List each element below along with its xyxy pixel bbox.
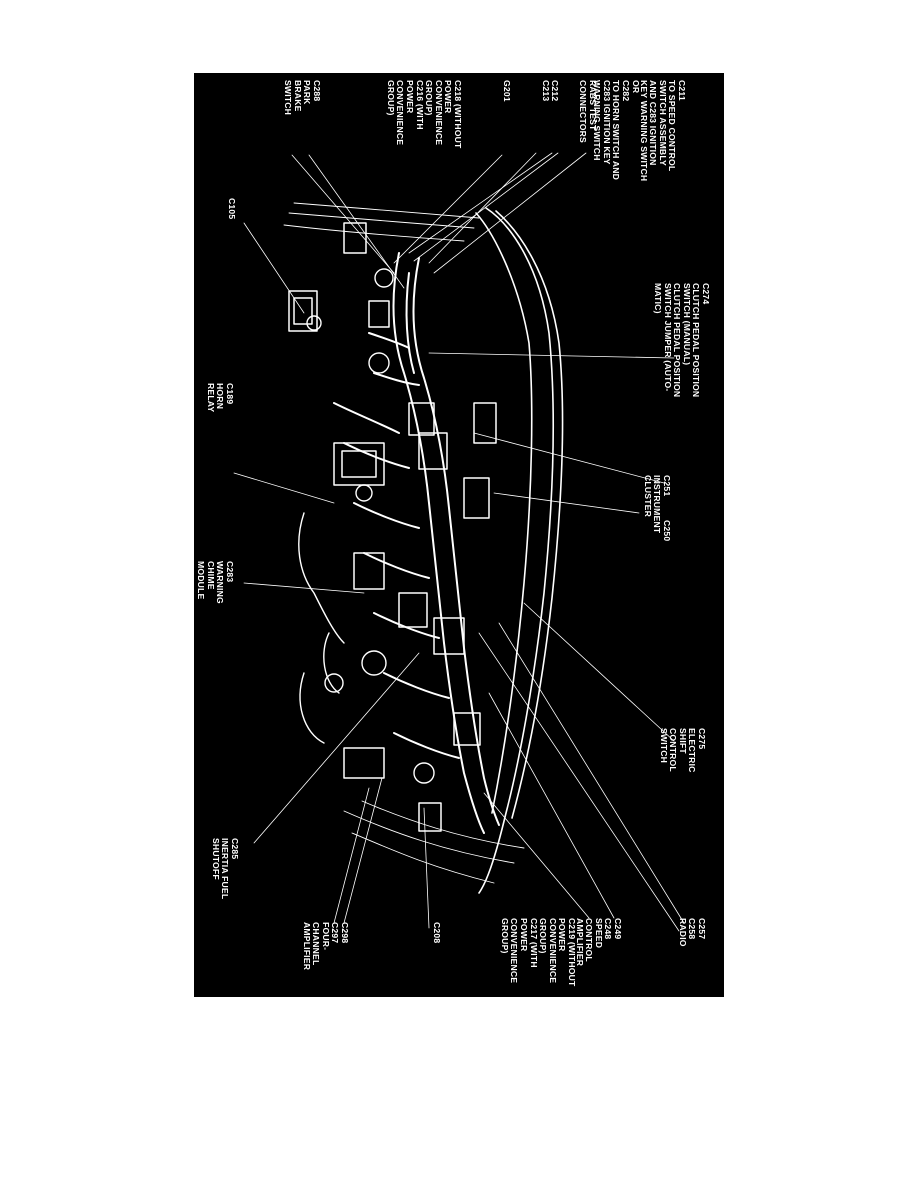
label-c211-speed-control-switch: C211 TO SPEED CONTROL SWITCH ASSEMBLY AN… bbox=[638, 80, 687, 182]
label-c250: C250 bbox=[662, 520, 672, 542]
dash-top-lines bbox=[283, 202, 525, 884]
label-c285-inertia-fuel-shutoff: C285 INERTIA FUEL SHUTOFF bbox=[210, 838, 240, 900]
label-c105: C105 bbox=[227, 198, 237, 220]
label-c274-clutch-pedal-position-switch: C274 CLUTCH PEDAL POSITION SWITCH (MANUA… bbox=[653, 283, 711, 398]
label-c189-horn-relay: C189 HORN RELAY bbox=[205, 383, 235, 413]
wiring-harness-drawing bbox=[233, 152, 685, 932]
label-c218-c216: C218 (WITHOUT POWER CONVENIENCE GROUP) C… bbox=[385, 80, 463, 149]
label-c298-c297-four-channel-amplifier: C298 C297 FOUR- CHANNEL AMPLIFIER bbox=[301, 922, 350, 971]
main-wiring-harness bbox=[333, 252, 500, 834]
wiring-diagram-figure: C211 TO SPEED CONTROL SWITCH ASSEMBLY AN… bbox=[194, 73, 724, 997]
label-c208: C208 bbox=[432, 922, 442, 944]
instrument-panel-outline bbox=[475, 207, 564, 894]
label-c249-c248-speed-control-amplifier: C249 C248 SPEED CONTROL AMPLIFIER bbox=[574, 918, 623, 967]
label-c288-park-brake-switch: C288 PARK BRAKE SWITCH bbox=[283, 80, 322, 116]
connector-blocks bbox=[288, 222, 497, 832]
label-rabs-test-connectors: RABS TEST CONNECTORS bbox=[578, 80, 598, 143]
label-c283-warning-chime-module: C283 WARNING CHIME MODULE bbox=[196, 561, 235, 604]
label-c275-electric-shift-control-switch: C275 ELECTRIC SHIFT CONTROL SWITCH bbox=[658, 728, 707, 773]
label-c219-c217: C219 (WITHOUT POWER CONVENIENCE GROUP) C… bbox=[499, 918, 577, 987]
label-c257-c258-radio: C257 C258 RADIO bbox=[677, 918, 707, 947]
label-c213: C213 bbox=[541, 80, 551, 102]
label-g201: G201 bbox=[502, 80, 512, 102]
label-or: OR bbox=[631, 80, 641, 94]
leader-lines bbox=[233, 152, 685, 932]
loose-connectors bbox=[298, 268, 435, 784]
